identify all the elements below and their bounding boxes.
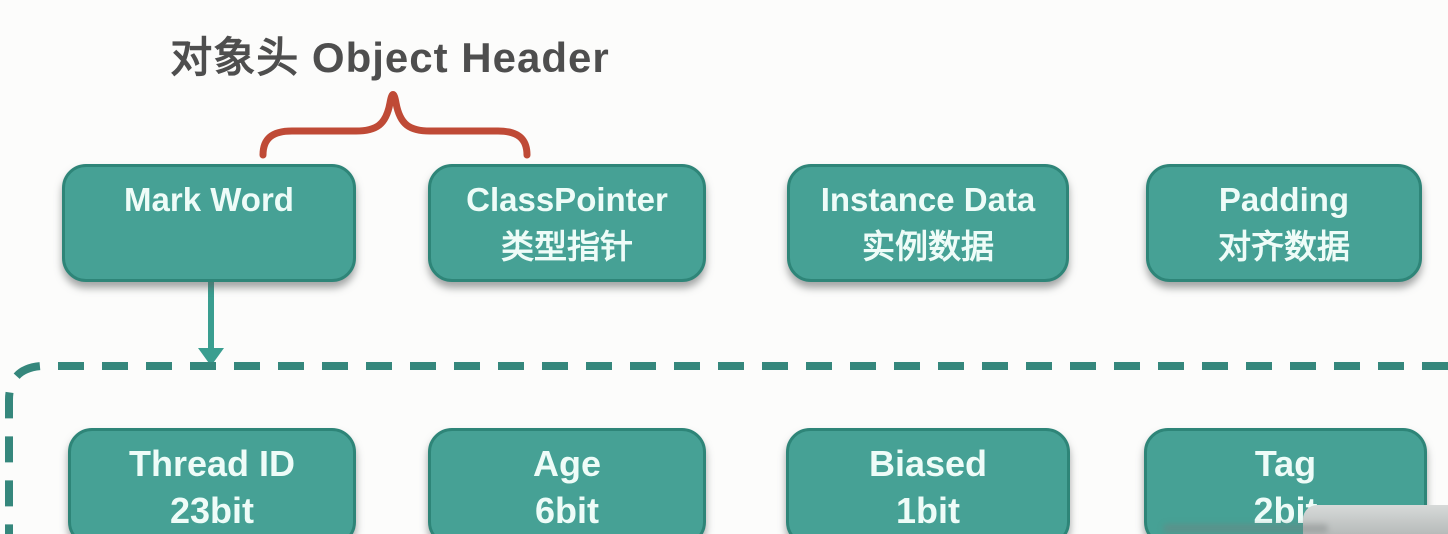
mark-word-box: Mark Word [62,164,356,282]
box-label-bits: 6bit [534,490,599,531]
box-label-en: Instance Data [820,181,1036,218]
watermark-smudge [1163,524,1328,533]
biased-box: Biased 1bit [786,428,1070,534]
thread-id-box: Thread ID 23bit [68,428,356,534]
box-label-bits: 23bit [169,490,255,531]
box-label-cn: 类型指针 [501,228,633,265]
age-box: Age 6bit [428,428,706,534]
brace-icon [259,91,531,159]
box-label-bits: 1bit [895,490,960,531]
box-label-en: Thread ID [128,443,296,484]
instance-data-box: Instance Data 实例数据 [787,164,1069,282]
box-label-en: Mark Word [124,181,294,218]
box-label-en: Biased [868,443,988,484]
diagram-title: 对象头 Object Header [170,34,610,81]
box-label-en: Padding [1218,181,1350,218]
box-label-en: Tag [1254,443,1317,484]
box-label-en: ClassPointer [466,181,668,218]
box-label-cn: 对齐数据 [1218,228,1350,265]
padding-box: Padding 对齐数据 [1146,164,1422,282]
arrow-head-icon [198,348,224,366]
class-pointer-box: ClassPointer 类型指针 [428,164,706,282]
box-label-cn: 实例数据 [862,228,994,265]
box-label-en: Age [532,443,601,484]
watermark [1303,505,1448,534]
